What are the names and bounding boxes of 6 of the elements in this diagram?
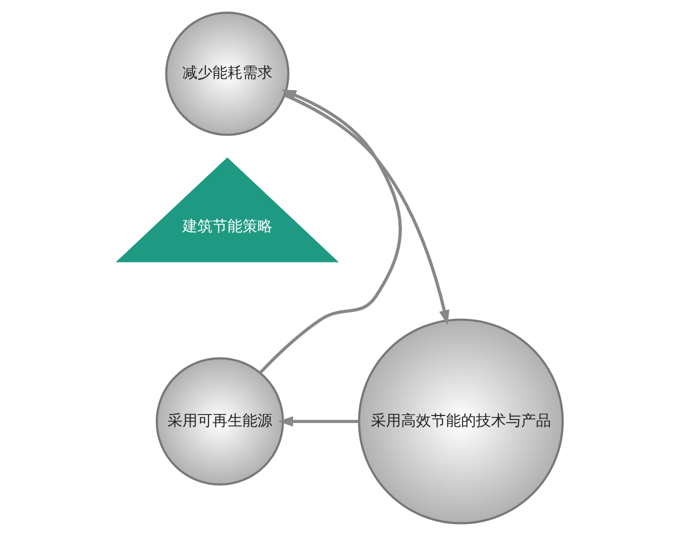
node-circle: 减少能耗需求 [165,12,290,136]
arrow [284,94,450,326]
arrow [278,416,359,427]
arrow [259,90,402,374]
node-circle: 采用可再生能源 [156,357,284,486]
node-circle: 采用高效节能的技术与产品 [358,318,564,524]
